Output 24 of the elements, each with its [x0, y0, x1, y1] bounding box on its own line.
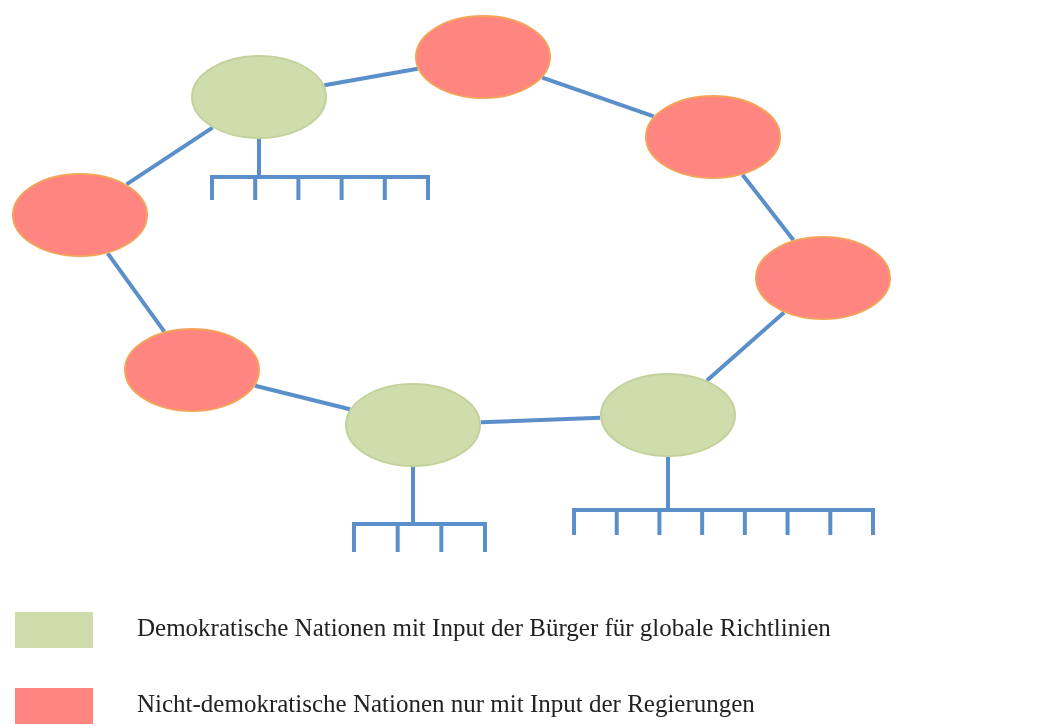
nation-ellipse [415, 15, 551, 99]
nation-ellipse [345, 383, 481, 467]
legend-text: Nicht-demokratische Nationen nur mit Input der Regierungen [137, 690, 755, 718]
comb-symbol [352, 522, 487, 552]
connector-line [254, 383, 351, 412]
nation-ellipse [124, 328, 260, 412]
connector-line [257, 139, 261, 175]
connector-line [740, 173, 796, 242]
connector-line [106, 252, 166, 333]
legend-text: Demokratische Nationen mit Input der Bürger für globale Richtlinien [137, 614, 831, 642]
connector-line [323, 66, 419, 88]
connector-line [480, 415, 601, 425]
nation-ellipse [755, 236, 891, 320]
nation-ellipse [600, 373, 736, 457]
connector-line [411, 467, 415, 522]
comb-symbol [572, 508, 875, 535]
nation-ellipse [191, 55, 327, 139]
nation-ellipse [12, 173, 148, 257]
connector-line [541, 75, 655, 119]
nation-ellipse [645, 95, 781, 179]
comb-symbol [210, 175, 430, 200]
connector-line [705, 310, 786, 383]
connector-line [666, 457, 670, 508]
connector-line [125, 125, 214, 187]
